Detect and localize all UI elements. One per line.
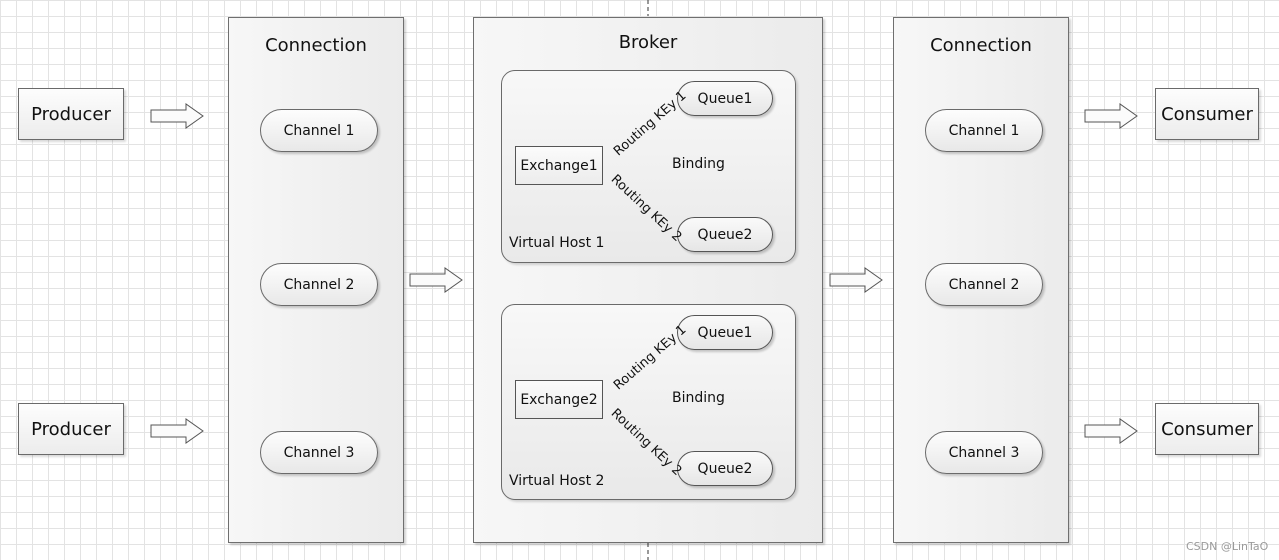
connection-to-broker-arrow-icon (409, 267, 463, 293)
watermark-text: CSDN @LinTaO (1186, 540, 1269, 553)
vhost1-queue-1: Queue1 (677, 81, 773, 116)
producer-1-label: Producer (31, 103, 111, 125)
consumer-2-box: Consumer (1155, 403, 1259, 455)
consumer-2-arrow-icon (1084, 418, 1138, 444)
right-channel-1: Channel 1 (925, 109, 1043, 152)
right-channel-1-label: Channel 1 (948, 122, 1020, 139)
left-channel-3: Channel 3 (260, 431, 378, 474)
virtual-host-2-label: Virtual Host 2 (509, 473, 605, 489)
vhost2-queue-1: Queue1 (677, 315, 773, 350)
producer-2-label: Producer (31, 418, 111, 440)
producer-2-box: Producer (18, 403, 124, 455)
vhost2-queue-2: Queue2 (677, 451, 773, 486)
broker-to-connection-arrow-icon (829, 267, 883, 293)
exchange-1-box: Exchange1 (515, 146, 603, 185)
vhost2-binding-label: Binding (672, 390, 725, 406)
consumer-1-label: Consumer (1161, 103, 1253, 125)
producer-2-arrow-icon (150, 418, 204, 444)
left-channel-2-label: Channel 2 (283, 276, 355, 293)
exchange-1-label: Exchange1 (520, 157, 598, 174)
left-channel-1: Channel 1 (260, 109, 378, 152)
left-channel-3-label: Channel 3 (283, 444, 355, 461)
vhost1-queue-1-label: Queue1 (697, 90, 753, 107)
consumer-1-arrow-icon (1084, 103, 1138, 129)
broker-title: Broker (618, 32, 678, 53)
consumer-1-box: Consumer (1155, 88, 1259, 140)
right-channel-3: Channel 3 (925, 431, 1043, 474)
exchange-2-box: Exchange2 (515, 380, 603, 419)
right-connection-title: Connection (930, 35, 1032, 56)
virtual-host-1-label: Virtual Host 1 (509, 235, 605, 251)
vhost1-queue-2-label: Queue2 (697, 226, 753, 243)
left-channel-1-label: Channel 1 (283, 122, 355, 139)
vhost2-queue-2-label: Queue2 (697, 460, 753, 477)
producer-1-box: Producer (18, 88, 124, 140)
left-channel-2: Channel 2 (260, 263, 378, 306)
vhost1-binding-label: Binding (672, 156, 725, 172)
right-connection-panel: Connection Channel 1 Channel 2 Channel 3 (893, 17, 1069, 543)
exchange-2-label: Exchange2 (520, 391, 598, 408)
vhost2-queue-1-label: Queue1 (697, 324, 753, 341)
producer-1-arrow-icon (150, 103, 204, 129)
left-connection-title: Connection (265, 35, 367, 56)
right-channel-2-label: Channel 2 (948, 276, 1020, 293)
right-channel-3-label: Channel 3 (948, 444, 1020, 461)
vhost1-queue-2: Queue2 (677, 217, 773, 252)
consumer-2-label: Consumer (1161, 418, 1253, 440)
right-channel-2: Channel 2 (925, 263, 1043, 306)
left-connection-panel: Connection Channel 1 Channel 2 Channel 3 (228, 17, 404, 543)
